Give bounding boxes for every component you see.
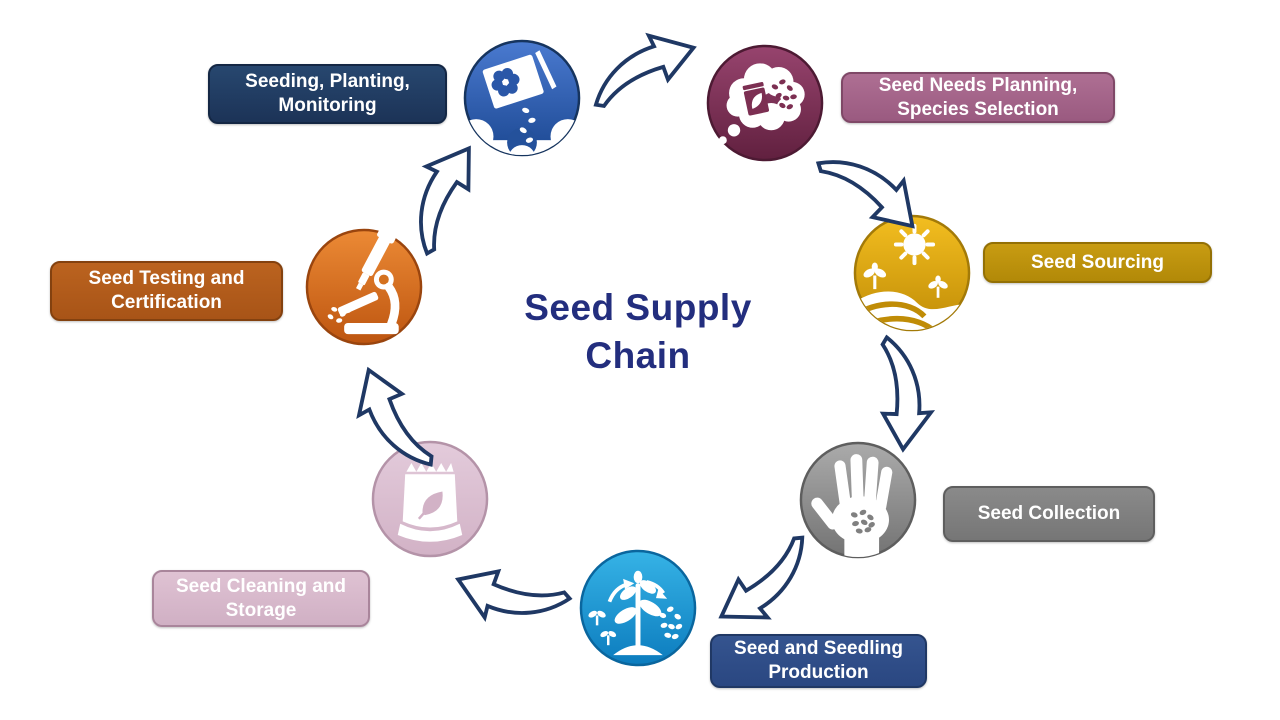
diagram-title: Seed Supply Chain: [462, 284, 814, 380]
arrow-seeding-to-planning: [582, 23, 708, 110]
stage-circle-production: [576, 546, 700, 670]
stage-circle-sourcing: [850, 211, 974, 335]
title-line-1: Seed Supply: [524, 287, 752, 328]
arrow-production-to-cleaning: [442, 542, 574, 652]
seed-bag-leaf-icon: [371, 440, 489, 558]
title-line-2: Chain: [585, 335, 691, 377]
label-seeding: Seeding, Planting, Monitoring: [208, 64, 447, 124]
arrow-cleaning-to-testing: [344, 354, 436, 482]
label-cleaning: Seed Cleaning and Storage: [152, 570, 370, 627]
seed-packet-pouring-icon: [463, 39, 581, 157]
microscope-icon: [305, 228, 423, 346]
growing-plant-seeds-icon: [579, 549, 697, 667]
label-planning: Seed Needs Planning, Species Selection: [841, 72, 1115, 123]
thought-bubble-seeds-icon: [706, 44, 824, 162]
stage-circle-seeding: [460, 36, 584, 160]
label-collection: Seed Collection: [943, 486, 1155, 542]
stage-circle-planning: [703, 41, 827, 165]
label-testing: Seed Testing and Certification: [50, 261, 283, 321]
label-sourcing: Seed Sourcing: [983, 242, 1212, 283]
stage-circle-testing: [302, 225, 426, 349]
arrow-sourcing-to-collection: [863, 335, 946, 459]
stage-circle-collection: [796, 438, 920, 562]
sun-over-field-icon: [853, 214, 971, 332]
arrow-collection-to-production: [699, 533, 830, 641]
stage-circle-cleaning: [368, 437, 492, 561]
label-production: Seed and Seedling Production: [710, 634, 927, 688]
hand-holding-seeds-icon: [799, 441, 917, 559]
